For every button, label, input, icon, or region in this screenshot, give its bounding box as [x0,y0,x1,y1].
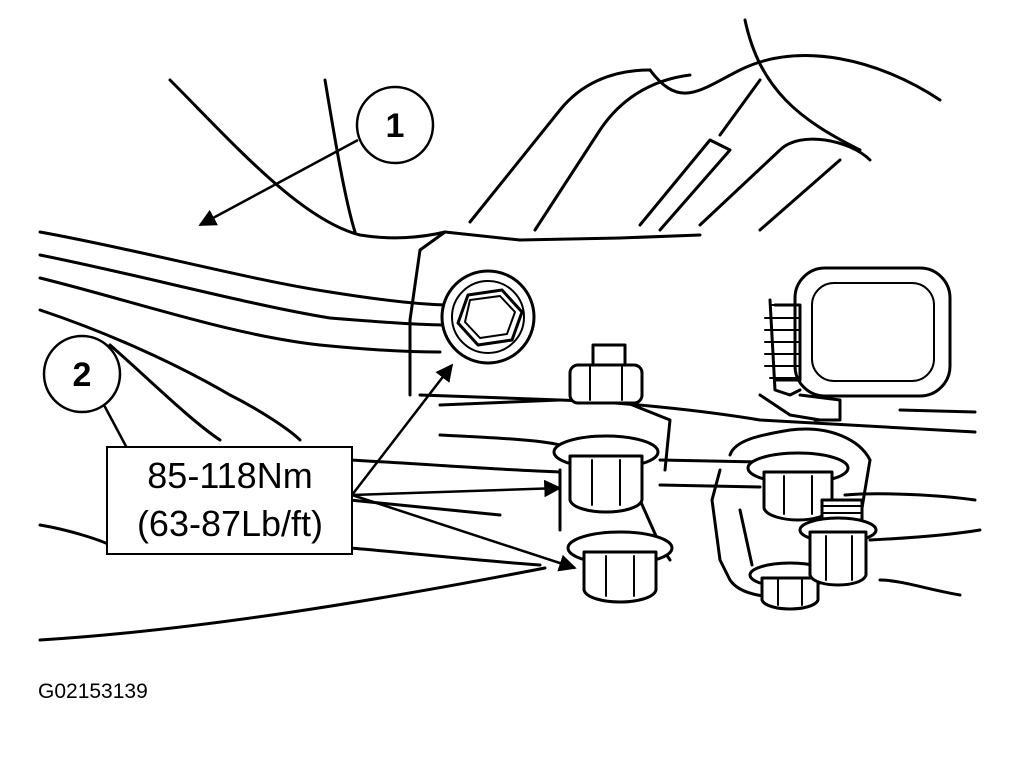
sensor-connector [758,266,952,422]
bracket-nut-upper [746,451,850,522]
flange-nut-upper [552,434,660,514]
torque-spec-callout: 85-118Nm (63-87Lb/ft) [106,363,577,572]
upper-bolt-hex-head [440,269,536,365]
frame-lines [38,18,982,642]
callout-2: 2 [42,334,130,451]
callout-1: 1 [198,85,435,227]
callout-2-number: 2 [73,356,92,394]
callout-1-circle [355,85,435,165]
torque-arrow-lower-nut [351,493,577,572]
torque-spec-box [106,446,353,555]
callout-2-leader [102,404,130,451]
torque-spec-imperial: (63-87Lb/ft) [137,503,323,544]
stud-nut-top [568,343,644,405]
torque-spec-metric: 85-118Nm [147,455,312,496]
torque-arrow-upper-bolt [351,363,454,496]
callout-1-number: 1 [386,107,405,145]
figure-id: G02153139 [38,680,148,703]
callout-1-leader-arrow [198,138,359,227]
torque-arrow-upper-nut [351,479,562,498]
flange-nut-lower [566,530,674,604]
stabilizer-link-nut [798,498,878,587]
callout-2-circle [42,334,122,414]
